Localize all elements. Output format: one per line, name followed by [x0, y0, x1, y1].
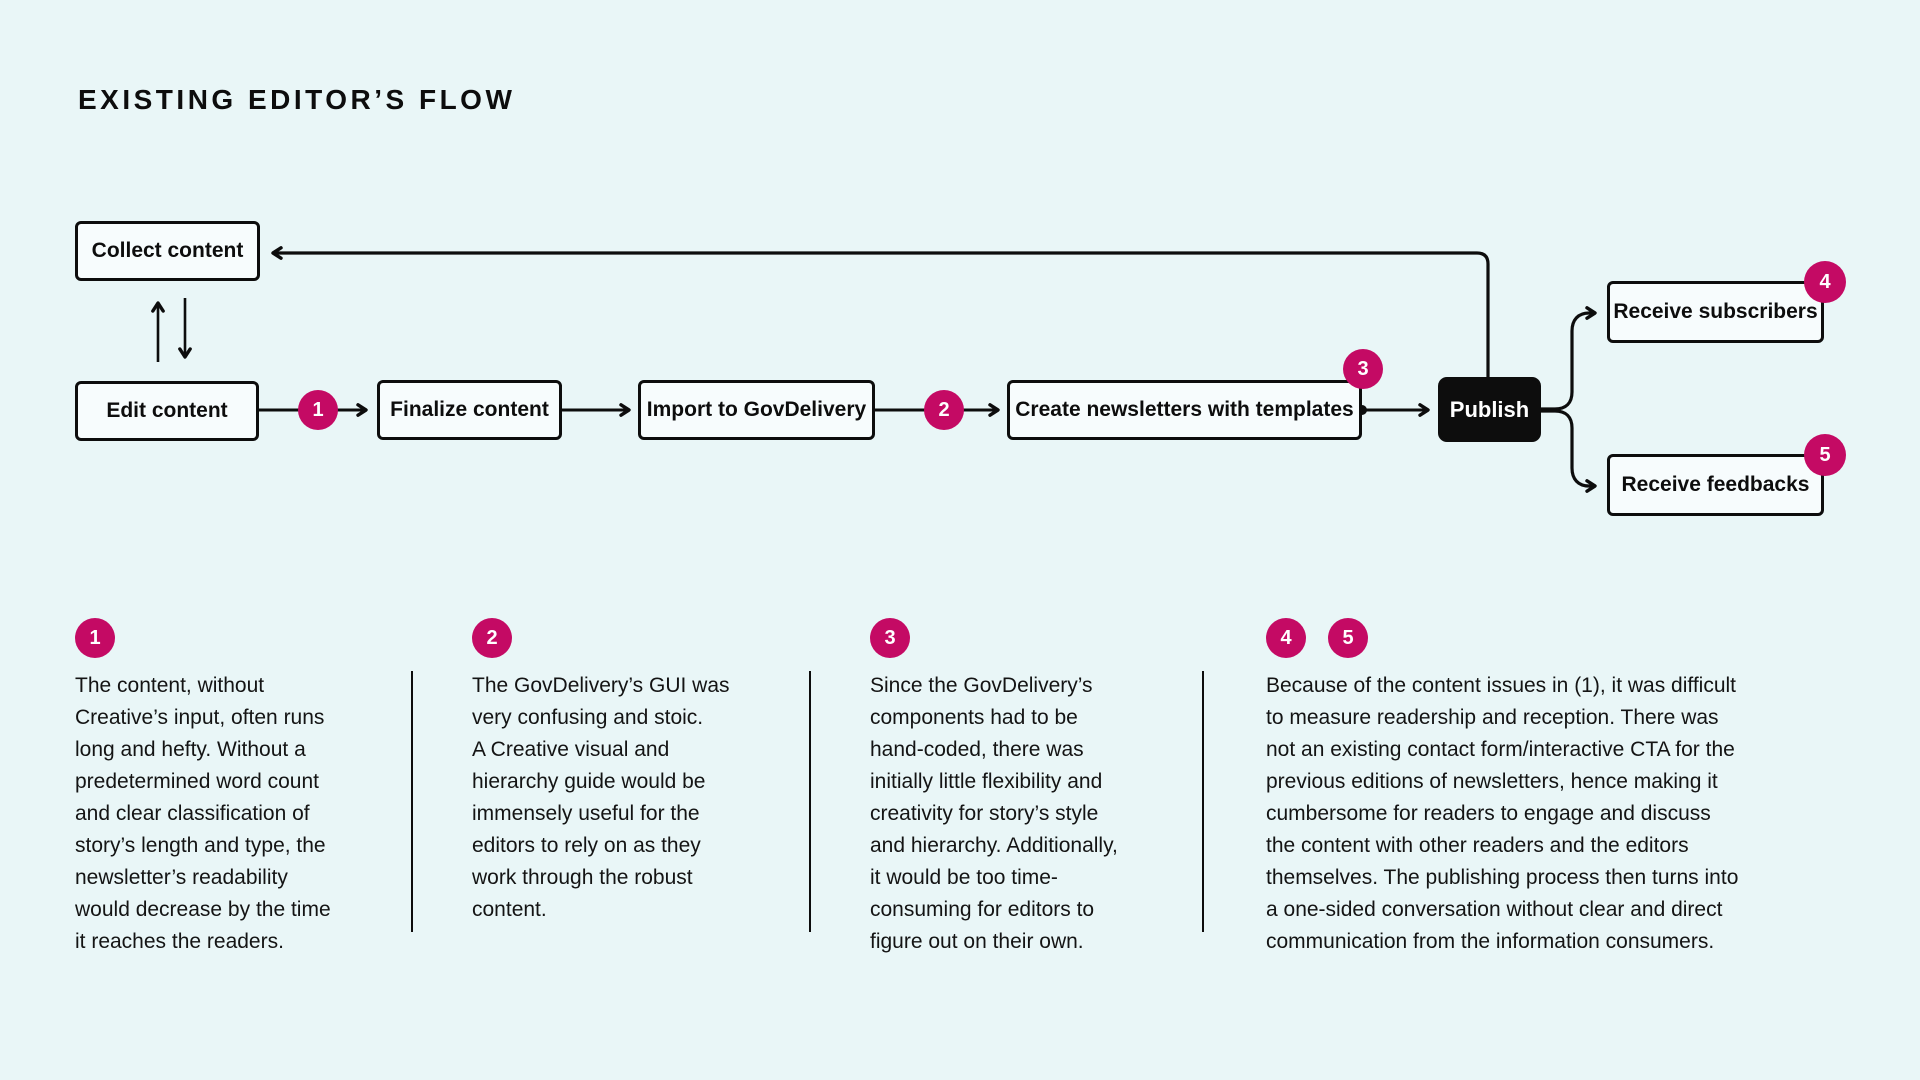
flow-badge-2: 2 [924, 390, 964, 430]
arrow-publish-to-subscribers-icon [1541, 306, 1597, 411]
arrow-publish-to-collect-icon [271, 246, 1490, 377]
note-divider-2 [809, 671, 811, 932]
flow-node-receive-subscribers: Receive subscribers [1607, 281, 1824, 343]
node-label: Edit content [106, 399, 228, 422]
node-label: Finalize content [390, 398, 549, 421]
flow-node-edit-content: Edit content [75, 381, 259, 441]
flow-node-import-to-govdelivery: Import to GovDelivery [638, 380, 875, 440]
note-text-2: The GovDelivery’s GUI was very confusing… [472, 674, 730, 921]
node-label: Import to GovDelivery [646, 398, 867, 421]
note-badge-4: 4 [1266, 618, 1306, 658]
note-badge-5: 5 [1328, 618, 1368, 658]
flow-badge-4: 4 [1804, 261, 1846, 303]
flow-node-create-newsletters: Create newsletters with templates [1007, 380, 1362, 440]
note-divider-3 [1202, 671, 1204, 932]
flow-node-finalize-content: Finalize content [377, 380, 562, 440]
note-divider-1 [411, 671, 413, 932]
node-label: Receive subscribers [1613, 300, 1818, 323]
note-badge-3: 3 [870, 618, 910, 658]
node-label: Receive feedbacks [1621, 473, 1810, 496]
node-label: Publish [1449, 396, 1530, 422]
note-badge-2: 2 [472, 618, 512, 658]
node-label: Collect content [91, 239, 244, 262]
note-text-3: Since the GovDelivery’s components had t… [870, 674, 1118, 953]
flow-badge-5: 5 [1804, 434, 1846, 476]
note-text-4-5: Because of the content issues in (1), it… [1266, 674, 1739, 953]
flow-node-collect-content: Collect content [75, 221, 260, 281]
arrow-publish-to-feedbacks-icon [1541, 409, 1597, 493]
flow-node-publish: Publish [1438, 377, 1541, 442]
flow-badge-3: 3 [1343, 349, 1383, 389]
page-title: EXISTING EDITOR’S FLOW [78, 84, 516, 115]
flow-node-receive-feedbacks: Receive feedbacks [1607, 454, 1824, 516]
note-text-1: The content, without Creative’s input, o… [75, 674, 331, 953]
flow-badge-1: 1 [298, 390, 338, 430]
node-label: Create newsletters with templates [1015, 398, 1354, 421]
note-badge-1: 1 [75, 618, 115, 658]
